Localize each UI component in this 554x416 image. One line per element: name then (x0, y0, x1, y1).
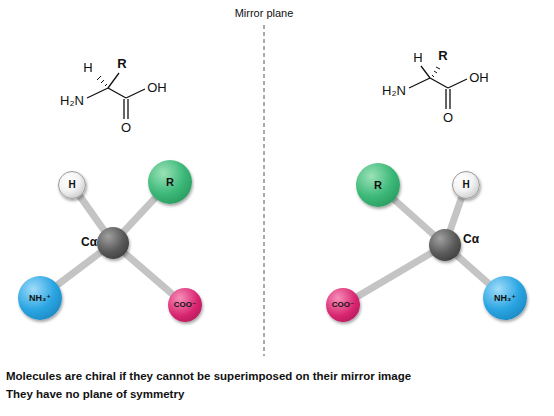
hydrogen-ball: H (452, 171, 480, 199)
alpha-carbon-label: Cα (463, 232, 479, 246)
carboxylate-ball: COO⁻ (168, 288, 202, 322)
bond-stick (450, 197, 462, 231)
group-label: NH₃⁺ (494, 294, 516, 303)
group-label: COO⁻ (332, 301, 354, 309)
group-label: COO⁻ (174, 301, 196, 309)
formula-atom: OH (147, 81, 167, 95)
formula-atom: H₂N (382, 84, 406, 98)
bond-stick (357, 253, 432, 297)
formula-atom: H₂N (60, 94, 84, 108)
caption-note: They have no plane of symmetry (6, 388, 184, 401)
formula-atom: H (83, 61, 92, 75)
r-group-ball: R (148, 160, 192, 204)
bond-stick (456, 255, 489, 284)
alpha-carbon-ball: Cα (97, 227, 129, 259)
carboxylate-ball: COO⁻ (326, 288, 360, 322)
formula-atom: R (438, 49, 447, 63)
bond-stick (80, 196, 105, 231)
group-label: R (374, 180, 382, 191)
formula-atom: O (443, 111, 453, 125)
mirror-plane-line (264, 25, 265, 356)
amino-group-ball: NH₃⁺ (483, 276, 527, 320)
alpha-carbon-ball: Cα (429, 229, 461, 261)
group-label: H (462, 180, 469, 190)
caption-note: Molecules are chiral if they cannot be s… (6, 370, 411, 383)
bond-stick (123, 197, 155, 232)
hydrogen-ball: H (58, 171, 86, 199)
bond-stick (57, 252, 101, 285)
group-label: R (166, 177, 174, 188)
formula-atom: OH (469, 71, 489, 85)
r-group-ball: R (356, 163, 400, 207)
formula-atom: R (117, 57, 126, 71)
amino-group-ball: NH₃⁺ (18, 276, 62, 320)
bond-stick (124, 253, 173, 295)
bond-stick (394, 199, 434, 235)
group-label: H (68, 180, 75, 190)
group-label: NH₃⁺ (29, 294, 51, 303)
skeletal-bonds (87, 66, 467, 119)
mirror-plane-label: Mirror plane (235, 7, 294, 19)
formula-atom: H (413, 51, 422, 65)
formula-atom: O (121, 121, 131, 135)
alpha-carbon-label: Cα (81, 235, 97, 249)
